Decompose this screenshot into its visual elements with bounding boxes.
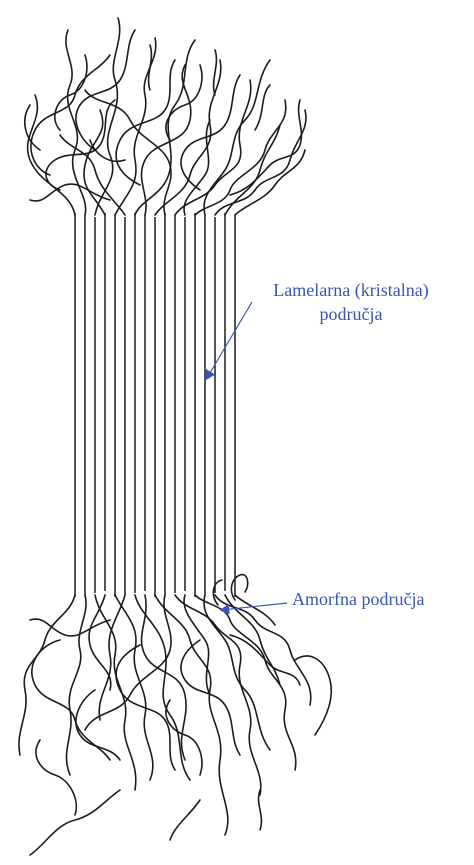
lamellar-crystalline-region bbox=[75, 213, 235, 597]
bottom-amorphous-region bbox=[19, 575, 331, 855]
lamellar-region-label: Lamelarna (kristalna) područja bbox=[232, 278, 470, 326]
lamellar-label-line2: područja bbox=[232, 302, 470, 326]
amorphous-region-label: Amorfna područja bbox=[292, 587, 424, 611]
top-amorphous-region bbox=[25, 18, 306, 215]
lamellar-label-line1: Lamelarna (kristalna) bbox=[232, 278, 470, 302]
